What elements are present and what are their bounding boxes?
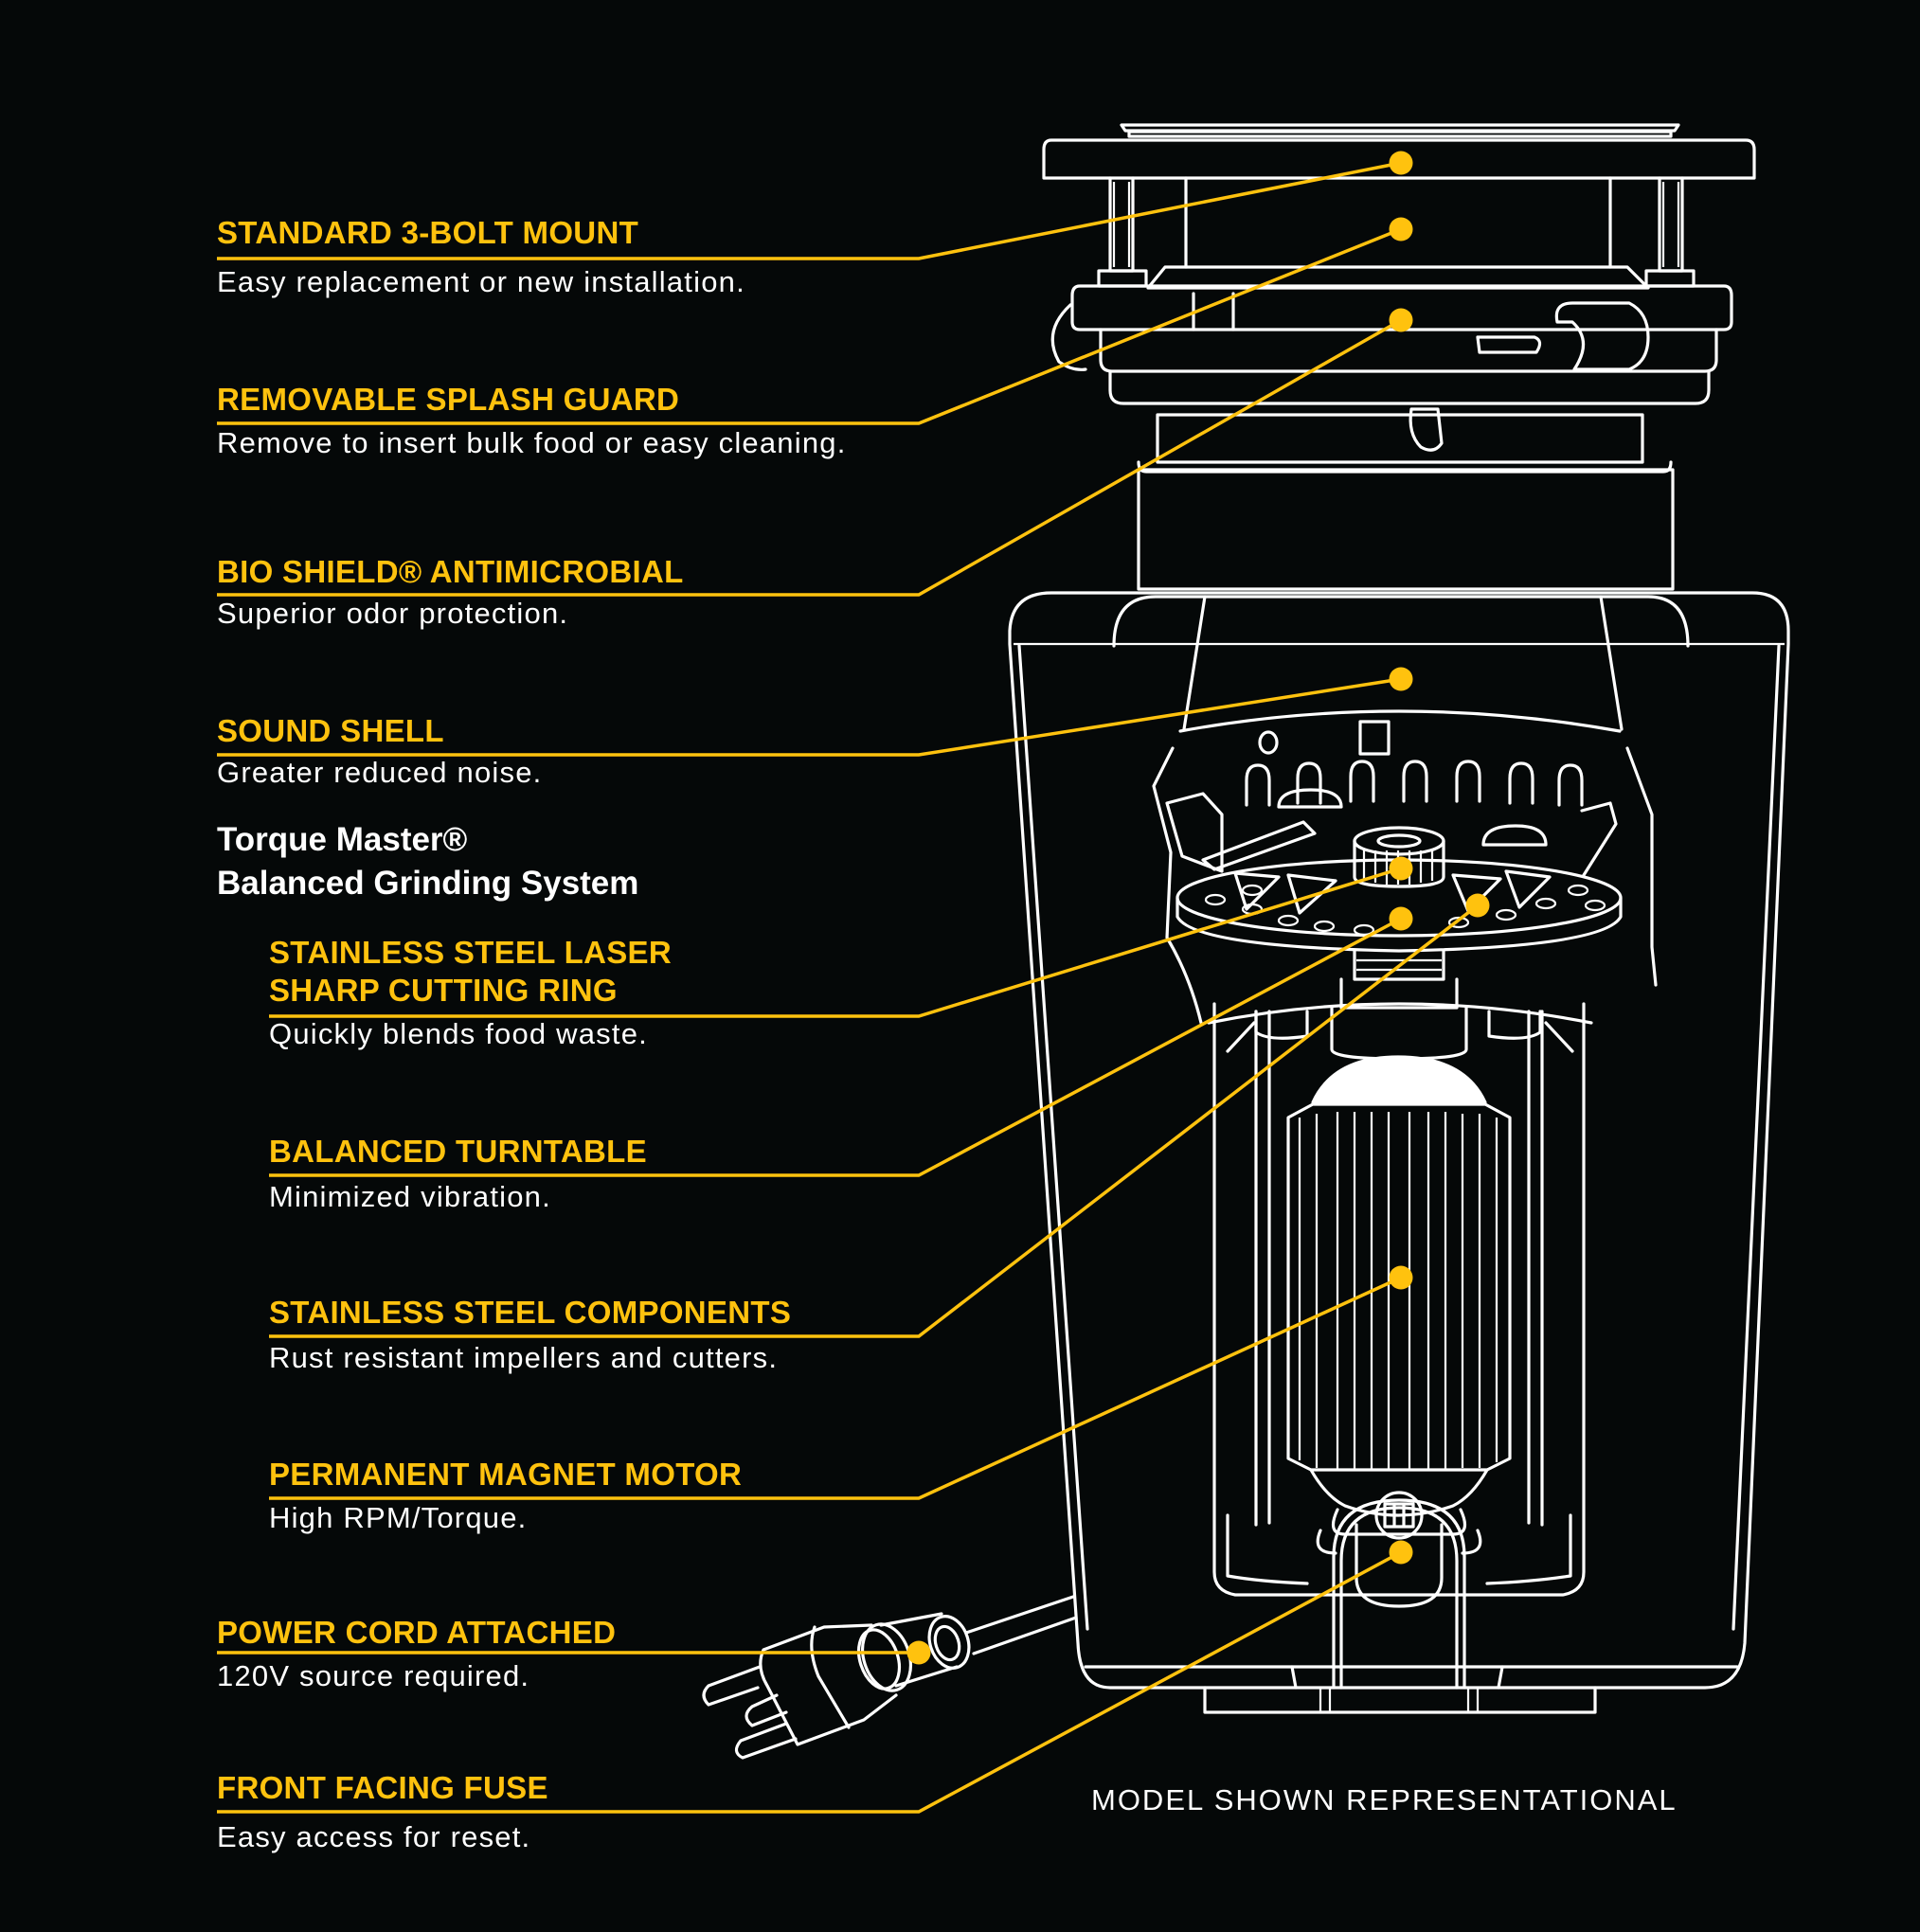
callout-splash-guard xyxy=(217,217,1413,425)
callout-dot xyxy=(1389,856,1413,881)
model-disclaimer: MODEL SHOWN REPRESENTATIONAL xyxy=(1091,1783,1678,1816)
feature-description: Superior odor protection. xyxy=(217,597,569,630)
feature-heading: SOUND SHELL xyxy=(217,713,444,748)
callout-sound-shell xyxy=(217,667,1413,757)
callout-dot xyxy=(1389,1265,1413,1290)
power-plug-drawing xyxy=(702,1595,1078,1760)
fuse-housing-drawing xyxy=(1332,1491,1466,1690)
feature-description: Rust resistant impellers and cutters. xyxy=(269,1341,779,1374)
motor-drawing xyxy=(1207,1002,1593,1597)
feature-heading-line2: SHARP CUTTING RING xyxy=(269,973,618,1008)
feature-description: Easy replacement or new installation. xyxy=(217,265,745,298)
feature-description: Easy access for reset. xyxy=(217,1820,531,1853)
callout-dot xyxy=(1389,1540,1413,1565)
feature-description: 120V source required. xyxy=(217,1659,530,1692)
callout-motor xyxy=(269,1265,1413,1500)
callout-components xyxy=(269,893,1490,1338)
feature-cutting-ring: STAINLESS STEEL LASER SHARP CUTTING RING… xyxy=(269,934,672,1051)
feature-description: Minimized vibration. xyxy=(269,1180,551,1213)
feature-description: Quickly blends food waste. xyxy=(269,1017,648,1050)
callout-dot xyxy=(1389,151,1413,175)
feature-splash-guard: REMOVABLE SPLASH GUARD Remove to insert … xyxy=(217,381,847,460)
base-drawing xyxy=(1203,1665,1597,1714)
sink-flange-drawing xyxy=(1042,123,1756,273)
callout-dot xyxy=(1389,906,1413,931)
system-title: Torque Master® Balanced Grinding System xyxy=(217,818,638,905)
callout-power-cord xyxy=(217,1640,931,1665)
feature-power-cord: POWER CORD ATTACHED 120V source required… xyxy=(217,1614,616,1693)
system-title-line1: Torque Master® xyxy=(217,821,468,858)
callout-dot xyxy=(1389,667,1413,691)
feature-bio-shield: BIO SHIELD® ANTIMICROBIAL Superior odor … xyxy=(217,553,684,631)
feature-heading: BALANCED TURNTABLE xyxy=(269,1134,647,1169)
feature-components: STAINLESS STEEL COMPONENTS Rust resistan… xyxy=(269,1294,791,1375)
feature-heading: STANDARD 3-BOLT MOUNT xyxy=(217,215,639,250)
callout-dot xyxy=(1389,217,1413,242)
callout-dot xyxy=(1389,308,1413,332)
mounting-ring-drawing xyxy=(1050,265,1733,452)
grind-slots xyxy=(1245,760,1584,807)
callout-bio-shield xyxy=(217,308,1413,597)
callout-fuse xyxy=(217,1540,1413,1814)
callout-dot xyxy=(906,1640,931,1665)
callout-cutting-ring xyxy=(269,856,1413,1018)
feature-description: High RPM/Torque. xyxy=(269,1501,528,1534)
callout-turntable xyxy=(269,906,1413,1177)
disposal-line-art xyxy=(702,123,1790,1760)
feature-mount: STANDARD 3-BOLT MOUNT Easy replacement o… xyxy=(217,214,745,299)
sound-shell-drawing xyxy=(1008,591,1790,1690)
collar-drawing xyxy=(1137,413,1675,591)
callout-dot xyxy=(1465,893,1490,918)
callout-mount xyxy=(217,151,1413,260)
feature-fuse: FRONT FACING FUSE Easy access for reset. xyxy=(217,1769,548,1854)
feature-heading: FRONT FACING FUSE xyxy=(217,1770,548,1805)
feature-heading: STAINLESS STEEL COMPONENTS xyxy=(269,1295,792,1330)
feature-heading: POWER CORD ATTACHED xyxy=(217,1615,617,1650)
feature-heading: REMOVABLE SPLASH GUARD xyxy=(217,382,680,417)
feature-description: Remove to insert bulk food or easy clean… xyxy=(217,426,847,459)
callouts xyxy=(217,151,1490,1814)
feature-heading: PERMANENT MAGNET MOTOR xyxy=(269,1457,743,1492)
feature-motor: PERMANENT MAGNET MOTOR High RPM/Torque. xyxy=(269,1456,742,1535)
feature-sound-shell: SOUND SHELL Greater reduced noise. xyxy=(217,712,542,790)
feature-description: Greater reduced noise. xyxy=(217,756,543,789)
feature-heading: BIO SHIELD® ANTIMICROBIAL xyxy=(217,554,684,589)
system-title-line2: Balanced Grinding System xyxy=(217,865,639,902)
feature-heading-line1: STAINLESS STEEL LASER xyxy=(269,935,672,970)
feature-turntable: BALANCED TURNTABLE Minimized vibration. xyxy=(269,1133,647,1214)
